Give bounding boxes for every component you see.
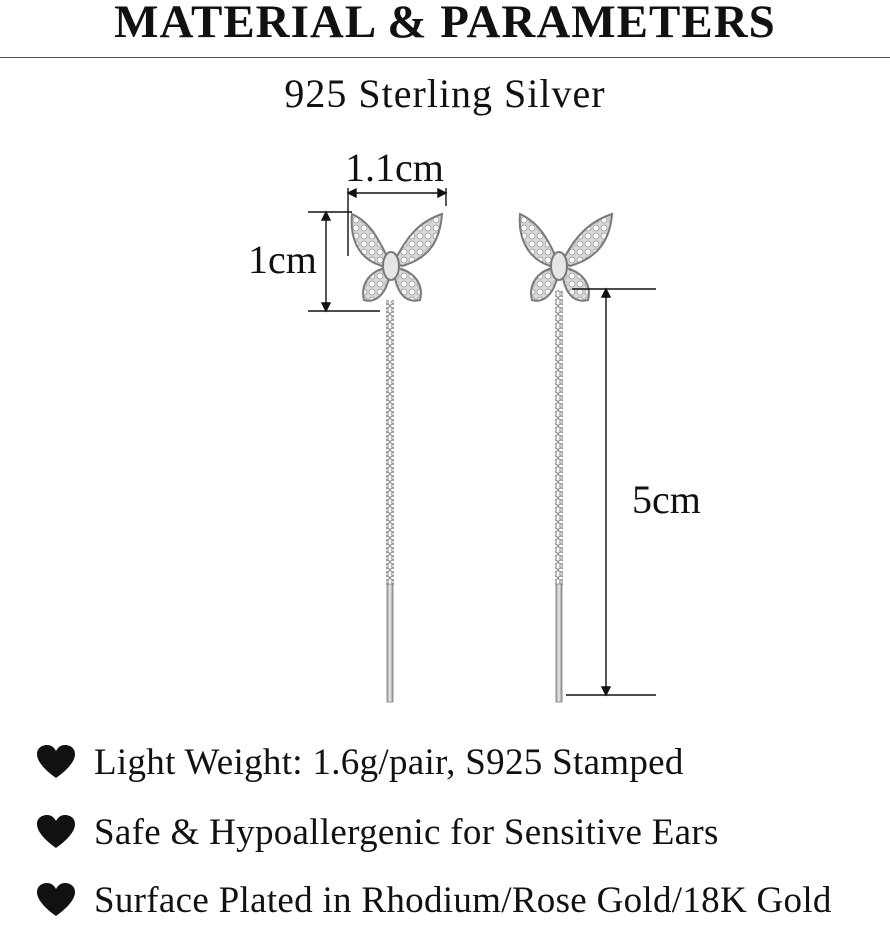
feature-item: Safe & Hypoallergenic for Sensitive Ears xyxy=(36,804,719,860)
page-title: MATERIAL & PARAMETERS xyxy=(114,0,776,48)
feature-text: Light Weight: 1.6g/pair, S925 Stamped xyxy=(94,741,684,783)
title-divider xyxy=(0,57,890,58)
left-pin xyxy=(386,583,394,703)
product-illustration xyxy=(308,187,656,703)
left-chain xyxy=(386,300,394,585)
right-chain xyxy=(555,290,563,585)
heart-icon xyxy=(37,745,75,778)
feature-text: Safe & Hypoallergenic for Sensitive Ears xyxy=(94,811,719,853)
left-butterfly xyxy=(350,212,444,302)
feature-item: Surface Plated in Rhodium/Rose Gold/18K … xyxy=(36,872,832,928)
material-label: 925 Sterling Silver xyxy=(284,71,606,116)
chain-length-label: 5cm xyxy=(632,477,701,522)
height-dimension-lines xyxy=(308,210,380,313)
height-label: 1cm xyxy=(248,237,317,282)
width-label: 1.1cm xyxy=(345,145,444,190)
left-earring xyxy=(350,212,444,703)
heart-icon xyxy=(37,883,75,916)
right-butterfly xyxy=(518,212,614,302)
width-dimension-lines xyxy=(346,187,448,256)
heart-icon xyxy=(37,815,75,848)
right-earring xyxy=(518,212,614,703)
length-dimension-lines xyxy=(566,287,656,697)
right-pin xyxy=(555,583,563,703)
feature-item: Light Weight: 1.6g/pair, S925 Stamped xyxy=(36,734,684,790)
feature-text: Surface Plated in Rhodium/Rose Gold/18K … xyxy=(94,879,832,921)
